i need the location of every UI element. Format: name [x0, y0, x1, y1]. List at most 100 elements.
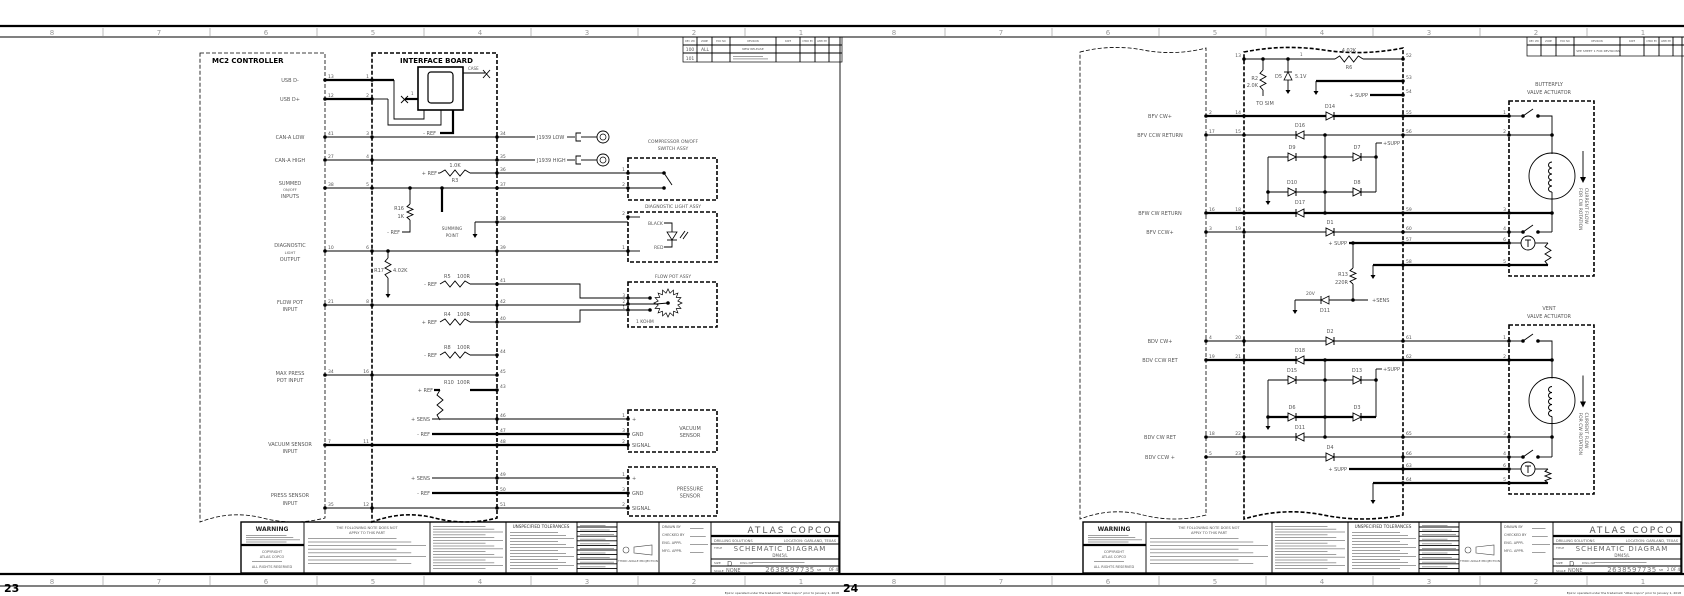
- terminal-label: +: [632, 476, 636, 482]
- fine-print: [1532, 552, 1546, 553]
- potentiometer-icon: [653, 288, 683, 318]
- eng-appr-label: ENG. APPR.: [662, 541, 682, 545]
- fine-print: [1275, 548, 1345, 550]
- wire: [1522, 333, 1534, 342]
- fine-print: [1352, 541, 1400, 542]
- fine-print: [1352, 544, 1408, 545]
- ground-arrow-icon: [1285, 90, 1291, 94]
- notes-heading: THE FOLLOWING NOTE DOES NOT: [335, 526, 398, 530]
- copyright-owner: ATLAS COPCO: [1102, 555, 1127, 559]
- revision-table: [682, 36, 843, 63]
- location: LOCATION: GARLAND, TEXAS: [1626, 539, 1679, 543]
- pin-number: 1: [622, 413, 625, 419]
- fine-print: [433, 565, 503, 566]
- resistor-symbol: [439, 351, 471, 359]
- fine-print: [1088, 535, 1129, 536]
- pin-number: 1: [1503, 110, 1506, 116]
- pin-number: 1: [1503, 335, 1506, 341]
- fine-print: [246, 541, 287, 543]
- pin-number: 66: [1406, 451, 1412, 457]
- ground-arrow-icon: [1370, 500, 1376, 504]
- fine-print: [510, 562, 566, 563]
- fine-print: [1150, 556, 1268, 557]
- fine-print: [580, 525, 606, 526]
- pin-number: 58: [1406, 259, 1412, 265]
- diode-symbol: [1294, 130, 1305, 140]
- pin-number: 45: [500, 369, 506, 375]
- label: 4.02K: [393, 268, 408, 274]
- junction-dot: [1351, 298, 1355, 302]
- pin-number: 21: [1235, 354, 1241, 360]
- pin-number: 3: [1503, 431, 1506, 437]
- terminal-label: SIGNAL: [632, 443, 651, 449]
- interface-board-box: [371, 52, 498, 524]
- fine-print: [510, 532, 558, 533]
- revision-cell: 100: [686, 47, 695, 53]
- pin-number: 56: [1406, 129, 1412, 135]
- fine-print: [1094, 561, 1124, 562]
- label: D15: [1287, 368, 1297, 374]
- fine-print: [308, 563, 412, 564]
- zone-label-bottom: 8: [892, 578, 896, 586]
- revision-header: ECO NO: [1560, 40, 1570, 43]
- pin-number: 40: [500, 316, 506, 322]
- ground-arrow-icon: [1370, 275, 1376, 279]
- fine-print: [1352, 559, 1400, 560]
- zone-label-top: 1: [799, 29, 803, 37]
- diode-symbol: [1294, 355, 1305, 365]
- fine-print: [433, 534, 486, 536]
- zone-label-top: 8: [50, 29, 54, 37]
- pin-number: 5: [1503, 477, 1506, 483]
- pin-number: 1: [622, 305, 625, 310]
- compressor-switch-assy: [627, 157, 718, 201]
- motor-coil-icon: [1548, 161, 1553, 193]
- zone-label-top: 4: [1320, 29, 1325, 37]
- zone-label-bottom: 7: [157, 578, 161, 586]
- zone-label-bottom: 6: [264, 578, 269, 586]
- drawn-by-label: DRAWN BY: [1504, 525, 1524, 529]
- fine-print: [433, 559, 486, 561]
- zone-label-top: 6: [264, 29, 269, 37]
- fine-print: [1352, 538, 1416, 539]
- fine-print: [580, 566, 606, 568]
- terminal-label: GND: [632, 491, 644, 497]
- label: D17: [1295, 200, 1305, 206]
- fine-print: [308, 559, 397, 561]
- diode-symbol: [1287, 412, 1298, 422]
- label: R16: [394, 206, 404, 212]
- fine-print: [433, 556, 503, 558]
- pin-number: 16: [363, 369, 369, 375]
- fine-print: [1275, 568, 1328, 569]
- revision-cell: ALL: [701, 47, 710, 53]
- fine-print: [308, 548, 397, 550]
- label: VALVE ACTUATOR: [1527, 90, 1571, 96]
- pin-number: 16: [1209, 207, 1215, 213]
- zone-label-top: 1: [1641, 29, 1645, 37]
- label: D5: [1275, 74, 1282, 80]
- label: 5.1V: [1295, 74, 1307, 80]
- label: 1 KOHM: [636, 319, 654, 325]
- wire: [682, 231, 689, 240]
- interface-board-title: INTERFACE BOARD: [400, 57, 473, 65]
- pin-number: 21: [328, 299, 334, 305]
- pin-number: 2: [1209, 110, 1212, 116]
- sheet-number: OF 4: [829, 567, 839, 572]
- can-connector-icon: [596, 153, 610, 167]
- fine-print: [1275, 534, 1328, 536]
- label: SENSOR: [680, 494, 701, 500]
- junction-dot: [626, 506, 630, 510]
- pin-number: 13: [1235, 53, 1241, 59]
- label: D1: [1326, 220, 1333, 226]
- fine-print: [308, 538, 397, 539]
- label: + SENS: [411, 417, 430, 423]
- led-icon: [666, 231, 678, 241]
- revision-note: SEE SHEET 1 FOR REVISIONS: [1576, 49, 1620, 53]
- size-label: SIZE: [714, 561, 721, 565]
- fine-print: [1352, 568, 1400, 569]
- pin-number: 63: [1406, 463, 1412, 469]
- fine-print: [1422, 534, 1456, 535]
- fine-print: [1150, 548, 1239, 550]
- zone-label-top: 8: [892, 29, 896, 37]
- pin-number: 46: [500, 413, 506, 419]
- pin-number: 4: [1209, 335, 1212, 341]
